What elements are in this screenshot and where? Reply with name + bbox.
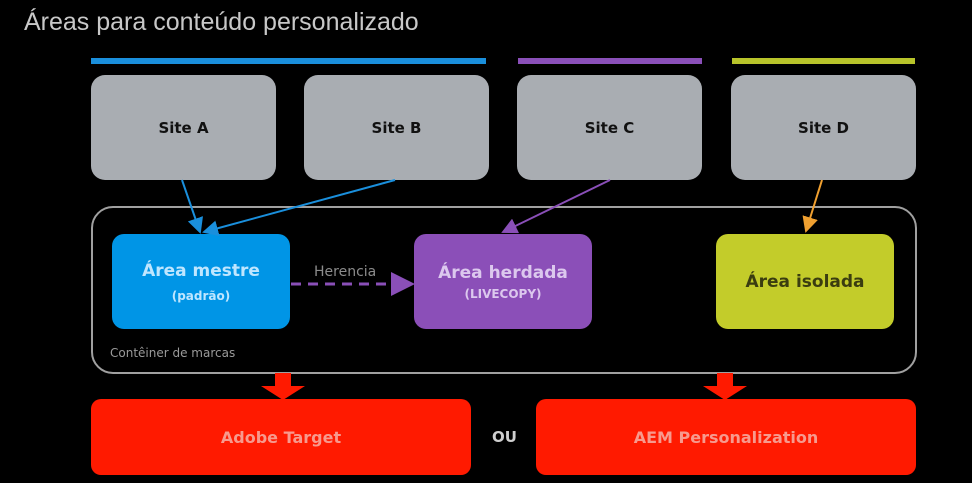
inherited-area-sub: (LIVECOPY) xyxy=(464,286,542,301)
group-bar-purple xyxy=(518,58,702,64)
arrow-site-a xyxy=(181,179,203,234)
site-a-box: Site A xyxy=(91,75,276,180)
aem-personalization-box: AEM Personalization xyxy=(536,399,916,475)
site-d-box: Site D xyxy=(731,75,916,180)
master-area-label: Área mestre xyxy=(142,260,260,281)
or-label: OU xyxy=(492,428,517,446)
arrow-site-c xyxy=(501,179,611,234)
diagram-title: Áreas para conteúdo personalizado xyxy=(24,8,419,36)
red-arrow-right xyxy=(703,373,747,400)
inherited-area-label: Área herdada xyxy=(438,262,568,283)
site-b-box: Site B xyxy=(304,75,489,180)
arrow-site-b xyxy=(202,179,396,237)
adobe-target-box: Adobe Target xyxy=(91,399,471,475)
group-bar-blue xyxy=(91,58,486,64)
red-arrow-left xyxy=(261,373,305,400)
master-area-sub: (padrão) xyxy=(171,288,231,303)
group-bar-olive xyxy=(732,58,915,64)
site-c-box: Site C xyxy=(517,75,702,180)
inherited-area-box: Área herdada (LIVECOPY) xyxy=(414,234,592,329)
isolated-area-label: Área isolada xyxy=(745,271,865,292)
inheritance-label: Herencia xyxy=(314,264,377,280)
brand-container xyxy=(91,206,917,374)
arrow-site-d xyxy=(802,179,823,233)
brand-container-label: Contêiner de marcas xyxy=(110,346,236,360)
master-area-box: Área mestre (padrão) xyxy=(112,234,290,329)
isolated-area-box: Área isolada xyxy=(716,234,894,329)
